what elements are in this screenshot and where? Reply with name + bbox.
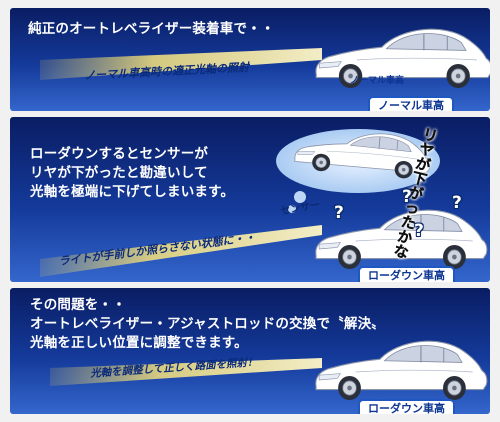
headlight-beam (40, 225, 322, 277)
car-side-label: ノーマル車高 (350, 76, 405, 86)
caption-line: 光軸を極端に下げてしまいます。 (30, 184, 235, 200)
question-mark: ? (414, 221, 424, 241)
height-badge: ローダウン車高 (358, 266, 455, 282)
height-badge: ローダウン車高 (358, 399, 455, 414)
panel-lowered-problem: ローダウンするとセンサーが リヤが下がったと勘違いして 光軸を極端に下げてしまい… (10, 117, 490, 282)
panel-solution: その問題を・・ オートレベライザー・アジャストロッドの交換で〝解決〟 光軸を正し… (10, 288, 490, 414)
question-mark: ? (334, 203, 344, 223)
caption-line: リヤが下がったと勘違いして (30, 165, 208, 181)
question-mark: ? (452, 193, 462, 213)
car-illustrations (276, 125, 488, 270)
headlight-beam (50, 358, 322, 386)
panel-normal-height: 純正のオートレベライザー装着車で・・ ノーマル車高時の適正光軸の照射 ノーマル車… (10, 8, 490, 111)
panel-caption: ローダウンするとセンサーが リヤが下がったと勘違いして 光軸を極端に下げてしまい… (30, 145, 234, 202)
caption-line: 光軸を正しい位置に調整できます。 (30, 335, 248, 351)
caption-line: その問題を・・ (30, 297, 126, 313)
caption-line: ローダウンするとセンサーが (30, 146, 209, 162)
panel-caption: 純正のオートレベライザー装着車で・・ (28, 21, 275, 37)
caption-line: オートレベライザー・アジャストロッドの交換で〝解決〟 (30, 316, 385, 332)
question-mark: ? (402, 187, 412, 207)
height-badge: ノーマル車高 (368, 96, 454, 111)
headlight-beam (40, 48, 322, 80)
panel-caption: その問題を・・ オートレベライザー・アジャストロッドの交換で〝解決〟 光軸を正し… (30, 296, 385, 353)
